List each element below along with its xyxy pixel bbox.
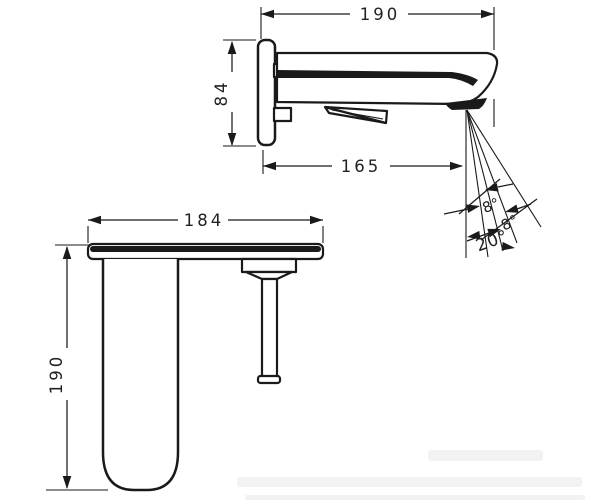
- spout-body-top: [101, 259, 180, 492]
- spray-line: [466, 109, 504, 252]
- arrowhead: [467, 230, 481, 240]
- arrowhead-left: [88, 215, 101, 225]
- top-view: 184 190: [46, 211, 325, 492]
- dim-label-184: 184: [184, 211, 225, 230]
- dim-plate-width: 184: [87, 211, 324, 243]
- angle-witness-line: [458, 178, 501, 215]
- arrowhead-right: [450, 161, 463, 171]
- arrowhead-down: [227, 133, 237, 146]
- dim-wall-to-aerator: 165: [262, 150, 463, 176]
- arrowhead-up: [62, 246, 72, 259]
- spout-top-band: [277, 70, 478, 86]
- dim-label-165: 165: [341, 157, 382, 176]
- dim-plate-height: 84: [212, 39, 256, 147]
- arrowhead: [501, 241, 515, 251]
- spray-line: [466, 109, 518, 244]
- dim-spray-angles: 8° 8° 20°: [443, 178, 538, 256]
- handle-rod: [260, 277, 279, 380]
- arrowhead: [505, 204, 519, 213]
- angle-label-8-second: 8°: [499, 212, 522, 234]
- arrowhead-left: [261, 9, 274, 19]
- dim-label-190-left: 190: [47, 354, 66, 395]
- dim-label-190-top: 190: [360, 5, 401, 24]
- arrowhead-up: [227, 41, 237, 54]
- handle-base-top: [240, 257, 298, 274]
- arrowhead-right: [310, 215, 323, 225]
- lever-edge: [324, 105, 387, 125]
- watermark: [237, 450, 585, 500]
- dim-spout-length: 190: [46, 244, 108, 491]
- arrowhead-down: [62, 476, 72, 489]
- angle-label-20-total: 20°: [473, 226, 511, 256]
- handle-tip: [256, 374, 282, 385]
- spray-lines: [465, 109, 542, 258]
- mounting-stub-bottom: [272, 106, 293, 123]
- mounting-plate-side: [256, 38, 277, 147]
- spray-line: [466, 109, 489, 258]
- arrowhead: [485, 183, 499, 192]
- cover-plate-dark-edge: [90, 246, 321, 252]
- aerator: [445, 98, 487, 110]
- side-view: 190 84 165 8°: [212, 5, 542, 258]
- arrowhead-left: [263, 161, 276, 171]
- spray-line: [466, 109, 542, 228]
- arrowhead-right: [481, 9, 494, 19]
- angle-label-8-first: 8°: [480, 196, 502, 217]
- arrowhead: [487, 228, 501, 238]
- dim-wall-to-spout-tip: 190: [260, 5, 495, 127]
- arrowhead: [466, 204, 480, 213]
- dim-label-84: 84: [212, 80, 231, 107]
